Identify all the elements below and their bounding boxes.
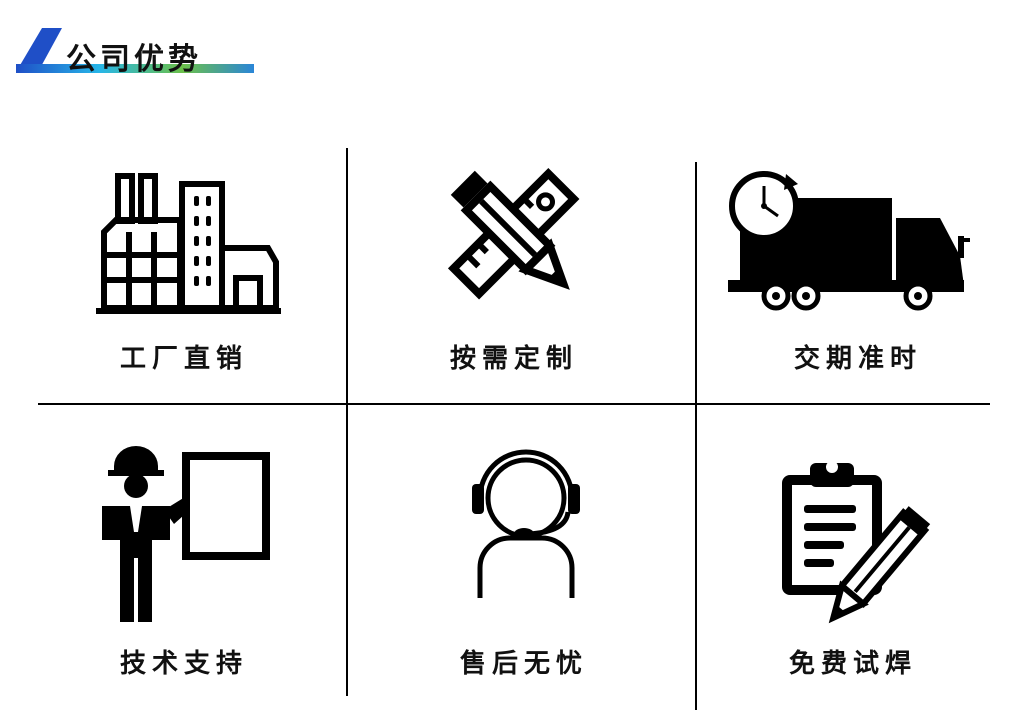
grid-divider-vertical-right [695,162,697,710]
delivery-truck-clock-icon [728,171,970,311]
feature-label-after-sales: 售后无忧 [459,649,588,679]
feature-label-custom-made: 按需定制 [449,344,578,374]
feature-label-technical-support: 技术支持 [119,649,248,679]
engineer-presentation-icon [102,446,270,622]
factory-icon [96,173,281,314]
feature-label-factory-direct: 工厂直销 [119,344,248,374]
grid-divider-vertical-left [346,148,348,696]
feature-label-free-trial-welding: 免费试焊 [788,649,917,679]
clipboard-pencil-icon [782,461,931,624]
page-title: 公司优势 [66,42,202,77]
pencil-ruler-icon [447,167,580,300]
headset-support-icon [472,449,580,598]
section-header: 公司优势 [0,0,300,90]
header-accent-graphic [16,28,254,73]
feature-label-on-time-delivery: 交期准时 [793,344,922,374]
grid-divider-horizontal [38,403,990,405]
